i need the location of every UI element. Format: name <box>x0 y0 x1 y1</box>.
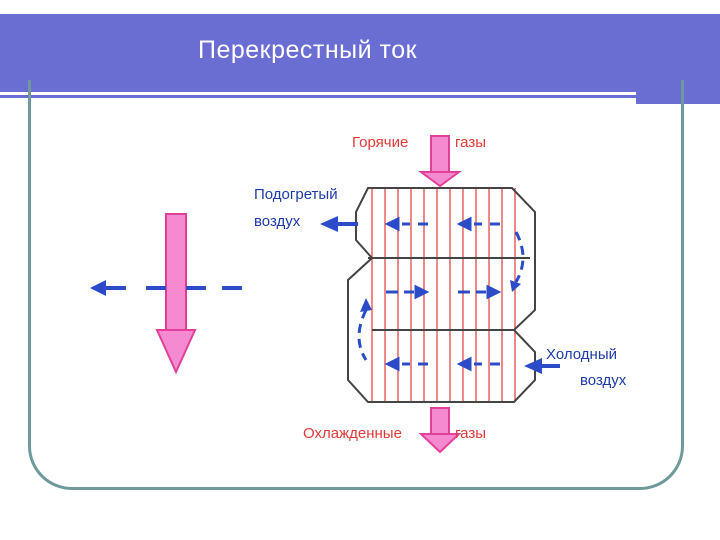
hot-gases-label-left: Горячие <box>352 134 408 151</box>
heated-air-label-line2: воздух <box>254 213 301 230</box>
legend-gas-arrow <box>155 213 197 375</box>
air-turn-right <box>514 231 525 283</box>
hot-gases-arrow <box>417 135 463 188</box>
cold-air-label-line2: воздух <box>580 372 627 389</box>
heated-air-label-line1: Подогретый <box>254 186 338 203</box>
air-flow-middle-row <box>386 284 502 300</box>
slide-frame <box>28 80 684 490</box>
legend-air-arrowhead <box>90 280 106 296</box>
cooled-gases-label-right: газы <box>455 425 486 442</box>
cold-air-arrow <box>524 358 560 374</box>
cold-air-label-line1: Холодный <box>546 346 617 363</box>
cooled-gases-label-left: Охлажденные <box>303 425 402 442</box>
air-flow-bottom-row <box>384 356 500 372</box>
heated-air-arrow <box>320 216 358 232</box>
cooled-gases-arrow <box>418 407 462 454</box>
air-turn-left <box>357 309 368 361</box>
hot-gases-label-right: газы <box>455 134 486 151</box>
air-turn-left-head <box>360 298 372 312</box>
slide-title: Перекрестный ток <box>198 36 418 64</box>
title-bar <box>0 14 720 92</box>
exchanger-housing <box>347 187 536 403</box>
title-underline <box>0 95 636 98</box>
air-turn-right-head <box>510 280 521 292</box>
air-flow-top-row <box>384 216 500 232</box>
